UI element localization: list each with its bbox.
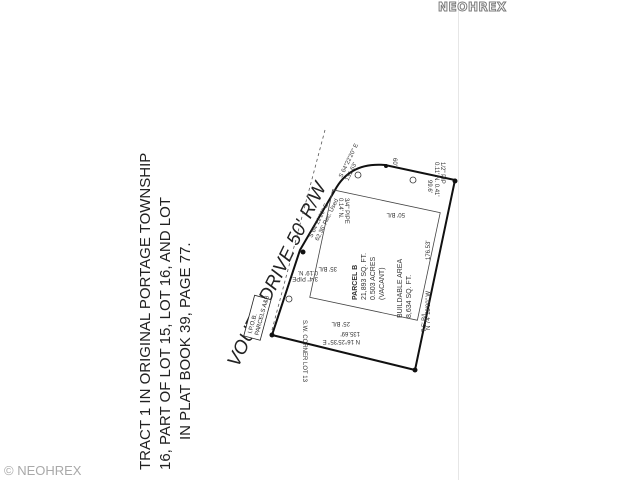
pin-marker-4 <box>269 332 275 338</box>
parcel-area-sqft: 21,893 SQ. FT. <box>361 253 368 300</box>
monument-marker-3 <box>409 176 417 184</box>
top-watermark: NEOHREX <box>438 0 507 15</box>
pin1-label: 3/4" PIPE <box>292 275 318 281</box>
legal-line-2: 16, PART OF LOT 15, LOT 16, AND LOT <box>157 197 174 470</box>
legal-line-3: IN PLAT BOOK 39, PAGE 77. <box>177 242 194 440</box>
buildable-label: BUILDABLE AREA <box>397 259 404 318</box>
south-line-distance: 135.69' <box>341 330 361 336</box>
bottom-watermark: © NEOHREX <box>4 463 82 478</box>
buildable-area: 8,634 SQ. FT. <box>406 275 413 318</box>
pin3-note: 0.11' N. 0.41' <box>433 162 439 197</box>
left-setback: 25' B/L <box>331 320 350 326</box>
monument-marker-2 <box>354 171 362 179</box>
parcel-status: (VACANT) <box>379 267 386 300</box>
corner-label: S.W. CORNER LOT 13 <box>301 320 307 383</box>
corner-distance: 99.6' <box>426 180 432 193</box>
parcel-area-acres: 0.503 ACRES <box>370 256 377 300</box>
east-line-distance: 176.53' <box>426 241 432 261</box>
pin2-note: 0.14' N. <box>337 198 343 219</box>
pin1-note: 0.19' N. <box>297 269 318 275</box>
pin3-label: 1/2" PIP <box>439 162 445 184</box>
pob-box <box>243 294 272 341</box>
front-setback: 35' B/L <box>318 265 337 271</box>
page-edge-line <box>458 0 459 480</box>
pin2-label: 3/4" PIPE <box>343 198 349 224</box>
east-line-bearing: N 74°13'00" W <box>426 291 432 330</box>
right-setback: 7.5' B/L <box>422 311 428 332</box>
parcel-name: PARCEL B <box>352 265 359 300</box>
pin-marker-2 <box>452 178 458 184</box>
curve-distance: 60' <box>391 158 397 166</box>
pin-marker-1 <box>300 249 306 255</box>
monument-marker-1 <box>285 295 293 303</box>
pin-marker-3 <box>412 367 418 373</box>
legal-line-1: TRACT 1 IN ORIGINAL PORTAGE TOWNSHIP <box>137 153 154 470</box>
pob-line-1: I.P.O.B. <box>248 313 259 334</box>
row-line <box>271 129 326 331</box>
rear-setback: 50' B/L <box>386 211 405 217</box>
south-line-bearing: N 16°25'35" E <box>323 338 360 344</box>
curve-point <box>384 164 388 168</box>
buildable-area-outline <box>309 189 441 321</box>
